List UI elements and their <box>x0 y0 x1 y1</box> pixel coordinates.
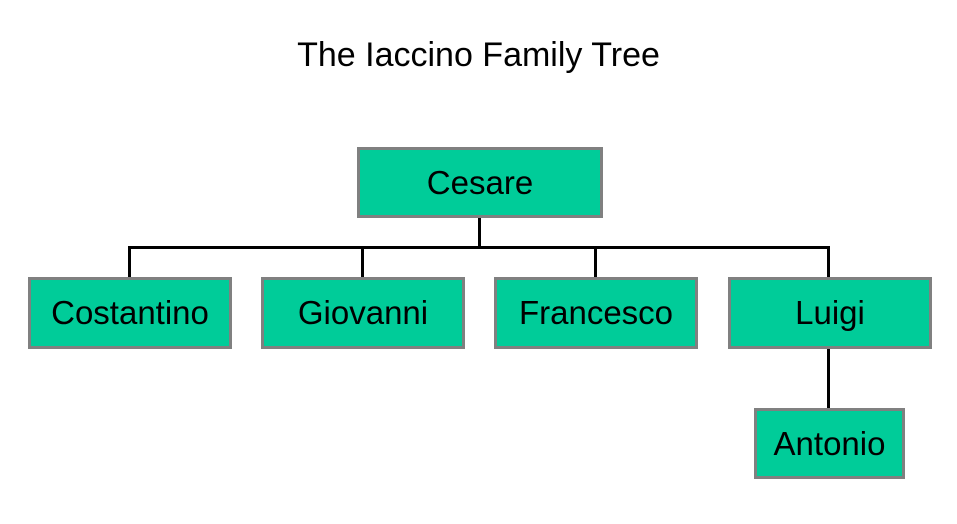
diagram-title: The Iaccino Family Tree <box>297 36 660 74</box>
node-francesco: Francesco <box>494 277 698 349</box>
connector-root-down <box>478 217 481 248</box>
node-costantino: Costantino <box>28 277 232 349</box>
connector-giovanni <box>361 246 364 278</box>
node-cesare: Cesare <box>357 147 603 218</box>
node-giovanni: Giovanni <box>261 277 465 349</box>
connector-horizontal <box>128 246 830 249</box>
connector-costantino <box>128 246 131 278</box>
connector-francesco <box>594 246 597 278</box>
node-antonio: Antonio <box>754 408 905 479</box>
connector-luigi <box>827 246 830 278</box>
connector-luigi-antonio <box>827 348 830 409</box>
node-luigi: Luigi <box>728 277 932 349</box>
